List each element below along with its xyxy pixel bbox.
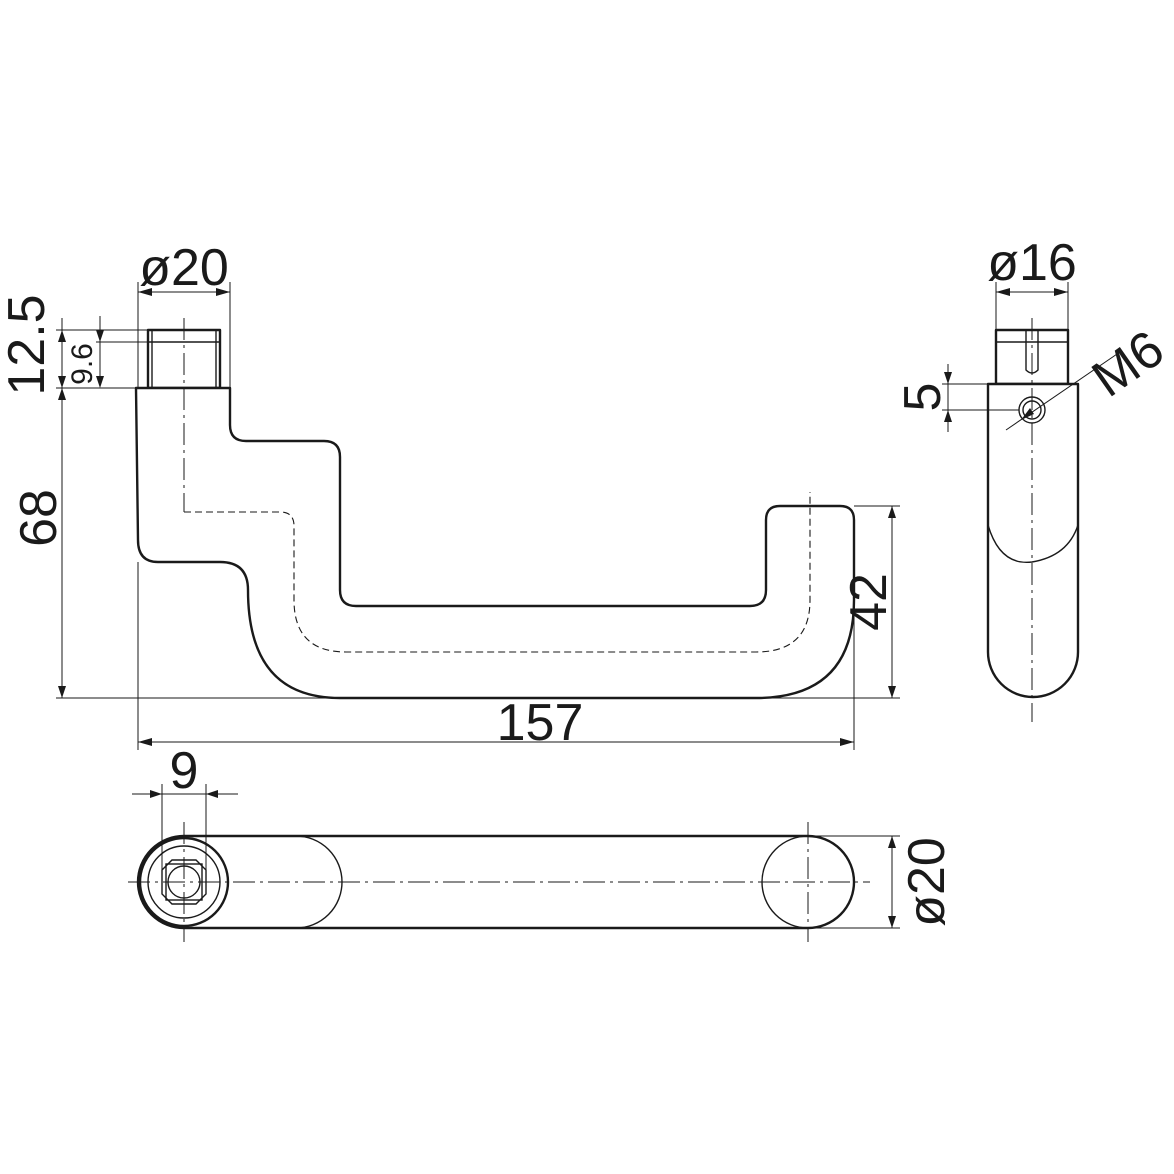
dim-grip-diameter: ø20 (898, 837, 956, 927)
dim-screw-thread: M6 (1082, 320, 1174, 409)
dim-collar-diameter: ø20 (139, 239, 229, 297)
handle-body (134, 386, 856, 700)
top-dimensions: 9 ø20 (132, 742, 956, 929)
dim-end-diameter: ø16 (987, 234, 1077, 292)
dim-collar-height: 12.5 (0, 294, 56, 395)
dim-screw-offset: 5 (894, 383, 952, 412)
dim-total-length: 157 (497, 694, 584, 752)
dim-collar-step: 9.6 (66, 343, 99, 385)
front-dimensions: ø20 12.5 9.6 68 42 157 (0, 239, 900, 752)
top-view (128, 822, 870, 942)
dim-square-offset: 9 (170, 742, 199, 800)
dim-total-height: 68 (10, 489, 68, 547)
side-body (986, 382, 1080, 699)
dim-grip-height: 42 (840, 573, 898, 631)
side-curve (987, 524, 1079, 564)
front-view (134, 318, 856, 700)
side-view (986, 318, 1080, 722)
grip-axis (184, 492, 811, 653)
